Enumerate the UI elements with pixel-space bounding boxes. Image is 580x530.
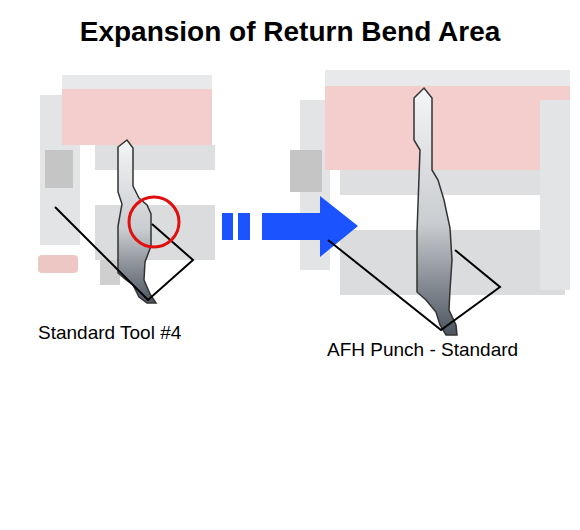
punch-tool [414, 88, 457, 335]
tool-caption: Standard Tool #4 [38, 322, 181, 344]
sheet-metal [55, 207, 193, 300]
punch-tool [118, 140, 156, 303]
sheet-metal [328, 240, 500, 330]
diagram-title: Expansion of Return Bend Area [0, 16, 580, 48]
tool-caption: AFH Punch - Standard [327, 339, 518, 361]
interference-circle [129, 197, 179, 247]
